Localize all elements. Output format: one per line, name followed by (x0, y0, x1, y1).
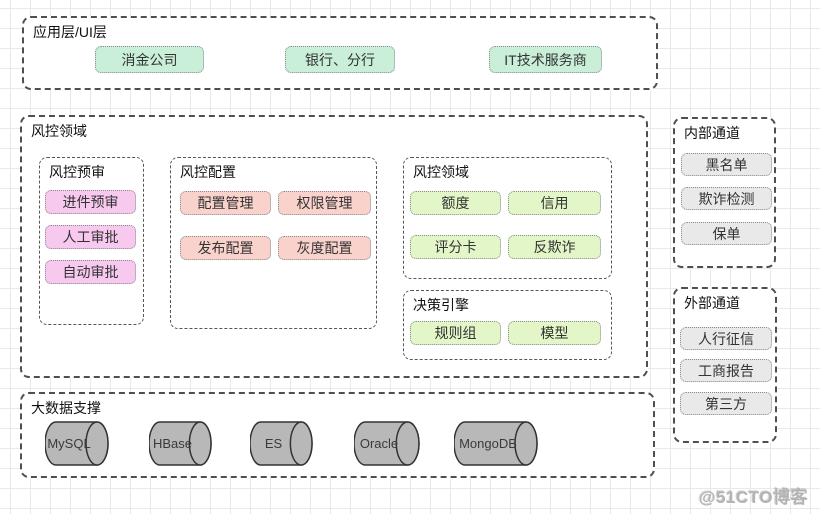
external-channel-title: 外部通道 (684, 295, 740, 311)
internal-channel-box: 内部通道 黑名单 欺诈检测 保单 (673, 117, 776, 268)
database-cylinder-icon (45, 421, 109, 466)
node-quota[interactable]: 额度 (410, 191, 501, 215)
node-business-report[interactable]: 工商报告 (680, 359, 772, 382)
node-bank-branch[interactable]: 银行、分行 (285, 46, 395, 73)
bigdata-support-title: 大数据支撑 (31, 400, 101, 416)
risk-domain-inner-title: 风控领域 (413, 164, 469, 180)
risk-config-group: 风控配置 配置管理 权限管理 发布配置 灰度配置 (170, 157, 377, 329)
risk-domain-inner-group: 风控领域 额度 信用 评分卡 反欺诈 (403, 157, 612, 279)
risk-domain-title: 风控领域 (31, 123, 87, 139)
db-label: Oracle (359, 436, 399, 451)
node-pboc-credit[interactable]: 人行征信 (680, 327, 772, 350)
node-auto-approval[interactable]: 自动审批 (45, 260, 136, 284)
node-third-party[interactable]: 第三方 (680, 392, 772, 415)
risk-pre-review-group: 风控预审 进件预审 人工审批 自动审批 (39, 157, 144, 325)
node-intake-pre-review[interactable]: 进件预审 (45, 190, 136, 214)
node-anti-fraud[interactable]: 反欺诈 (508, 235, 601, 259)
app-ui-layer-title: 应用层/UI层 (33, 24, 107, 40)
db-cylinder-oracle[interactable]: Oracle (354, 421, 420, 466)
risk-domain-box: 风控领域 风控预审 进件预审 人工审批 自动审批 风控配置 配置管理 权限管理 … (20, 115, 648, 378)
node-consumer-finance-company[interactable]: 消金公司 (95, 46, 204, 73)
node-rule-group[interactable]: 规则组 (410, 321, 501, 345)
node-manual-approval[interactable]: 人工审批 (45, 225, 136, 249)
node-insurance-policy[interactable]: 保单 (681, 222, 772, 245)
node-gray-config[interactable]: 灰度配置 (278, 236, 371, 260)
node-permission-management[interactable]: 权限管理 (278, 191, 371, 215)
risk-config-title: 风控配置 (180, 164, 236, 180)
node-credit[interactable]: 信用 (508, 191, 601, 215)
watermark-51cto: @51CTO博客 (699, 488, 809, 507)
node-model[interactable]: 模型 (508, 321, 601, 345)
decision-engine-group: 决策引擎 规则组 模型 (403, 290, 612, 360)
node-config-management[interactable]: 配置管理 (180, 191, 271, 215)
database-cylinder-icon (250, 421, 313, 466)
db-cylinder-es[interactable]: ES (250, 421, 313, 466)
node-blacklist[interactable]: 黑名单 (681, 153, 772, 176)
database-cylinder-icon (354, 421, 420, 466)
node-release-config[interactable]: 发布配置 (180, 236, 271, 260)
node-scorecard[interactable]: 评分卡 (410, 235, 501, 259)
internal-channel-title: 内部通道 (684, 125, 740, 141)
db-label: HBase (152, 436, 193, 451)
risk-pre-review-title: 风控预审 (49, 164, 105, 180)
app-ui-layer-box: 应用层/UI层 消金公司 银行、分行 IT技术服务商 (22, 16, 658, 90)
node-fraud-detection[interactable]: 欺诈检测 (681, 187, 772, 210)
db-label: MySQL (47, 436, 91, 451)
decision-engine-title: 决策引擎 (413, 297, 469, 313)
node-it-service-provider[interactable]: IT技术服务商 (489, 46, 602, 73)
database-cylinder-icon (149, 421, 212, 466)
db-label: ES (264, 436, 283, 451)
external-channel-box: 外部通道 人行征信 工商报告 第三方 (673, 287, 777, 443)
database-cylinder-icon (454, 421, 538, 466)
db-cylinder-mongodb[interactable]: MongoDB (454, 421, 538, 466)
db-label: MongoDB (459, 436, 517, 451)
bigdata-support-box: 大数据支撑 MySQL HBase ES (20, 392, 655, 478)
db-cylinder-hbase[interactable]: HBase (149, 421, 212, 466)
db-cylinder-mysql[interactable]: MySQL (45, 421, 109, 466)
